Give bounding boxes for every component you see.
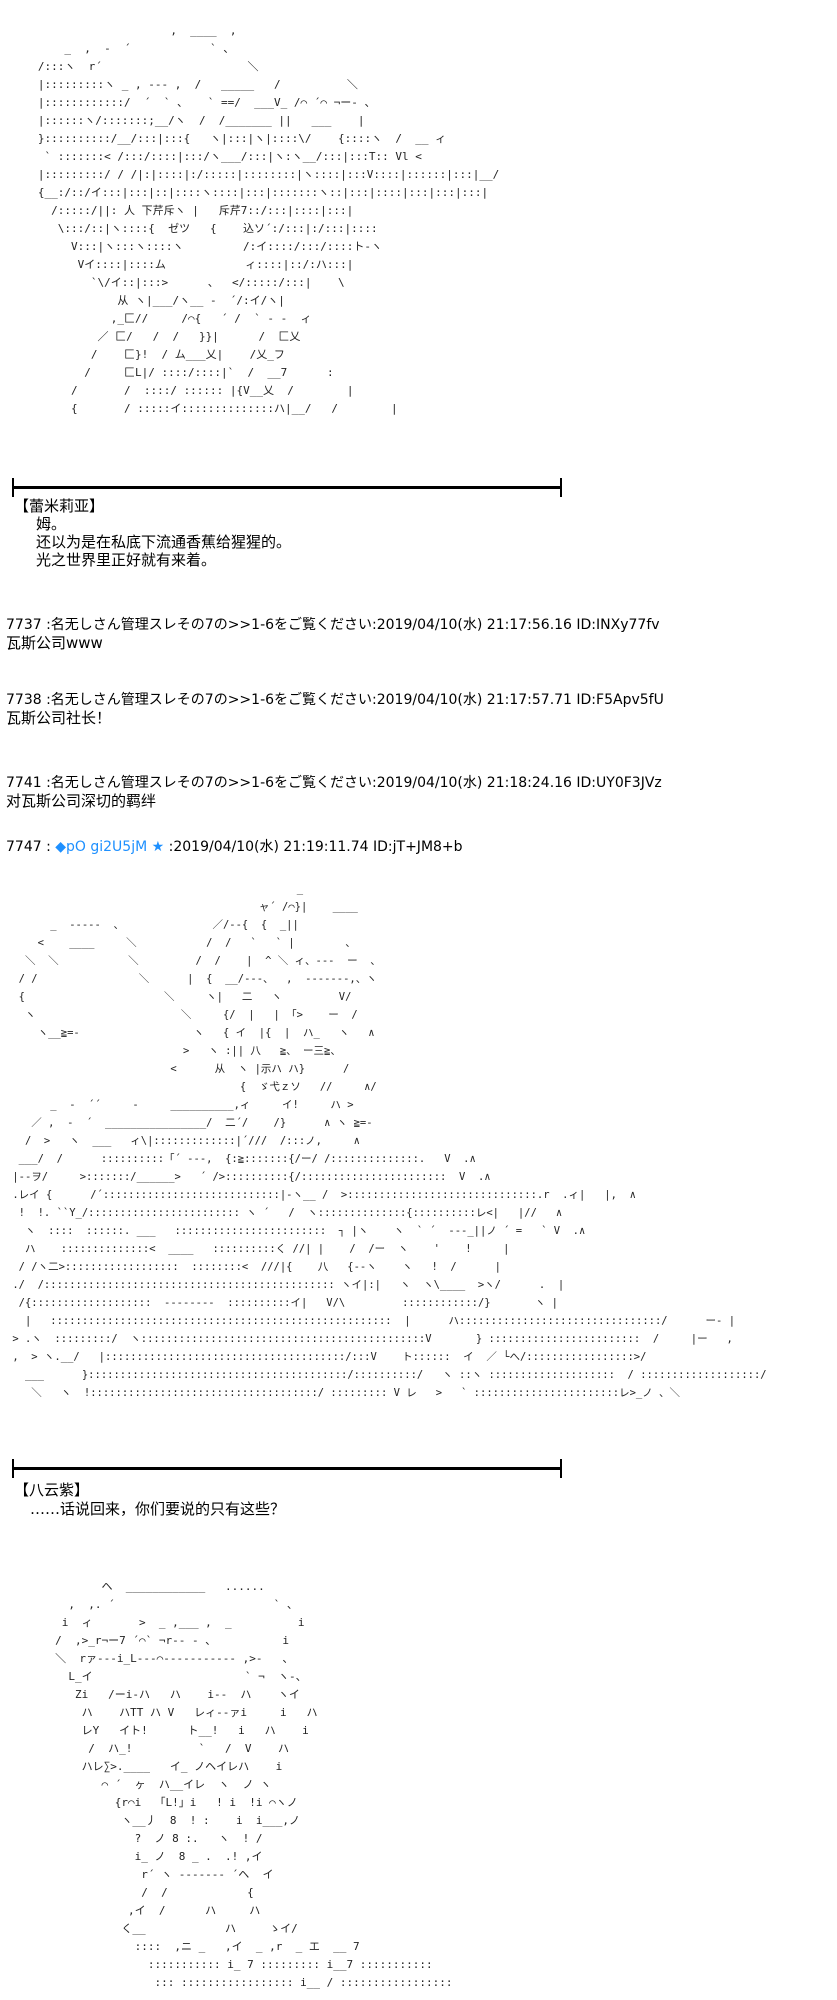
reply-body: 瓦斯公司社长！ — [6, 709, 112, 727]
speaker-label: 【蕾米莉亚】 — [14, 497, 105, 515]
tripcode-link[interactable]: ◆pO gi2U5jM ★ — [55, 839, 165, 855]
ascii-art-chibi: ヘ ____________ ...... , ,. ´ ` 、 i ィ > _… — [55, 1580, 453, 1989]
reply-body: 瓦斯公司www — [6, 634, 103, 652]
ascii-art-yukari: _ ャ´ /⌒}| ____ _ ----- 、 ／/--{ { _|| < _… — [12, 883, 767, 1399]
speaker-label: 【八云紫】 — [14, 1481, 90, 1499]
reply-header: 7737 :名无しさん管理スレその7の>>1-6をご覧ください:2019/04/… — [6, 617, 660, 633]
section-divider — [12, 1459, 562, 1478]
dialogue-line: 还以为是在私底下流通香蕉给猩猩的。 — [36, 533, 292, 551]
dialogue-line: 光之世界里正好就有来着。 — [36, 551, 217, 569]
post-header-7747: 7747 : ◆pO gi2U5jM ★ :2019/04/10(水) 21:1… — [6, 838, 463, 856]
section-divider — [12, 478, 562, 497]
reply-header: 7741 :名无しさん管理スレその7の>>1-6をご覧ください:2019/04/… — [6, 775, 662, 791]
dialogue-line: 姆。 — [36, 515, 67, 533]
post-number: 7747 : — [6, 839, 56, 855]
ascii-art-remilia: , ____ , _ , - ´ ` 、 /:::ヽ r´ ＼ |:::::::… — [37, 24, 500, 415]
post-meta: :2019/04/10(水) 21:19:11.74 ID:jT+JM8+b — [164, 839, 463, 855]
dialogue-line: ……话说回来，你们要说的只有这些？ — [30, 1500, 286, 1518]
reply-body: 对瓦斯公司深切的羁绊 — [6, 792, 157, 810]
reply-header: 7738 :名无しさん管理スレその7の>>1-6をご覧ください:2019/04/… — [6, 692, 664, 708]
